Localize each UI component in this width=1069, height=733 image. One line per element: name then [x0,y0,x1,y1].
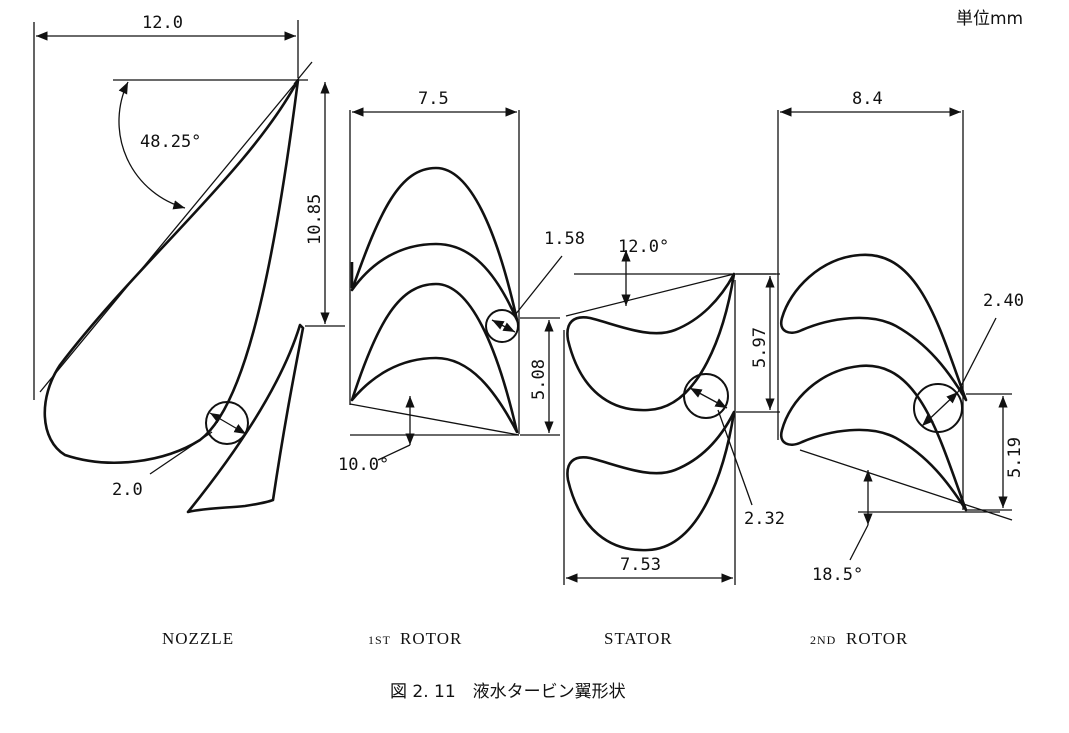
stator-angle-label: 12.0° [618,237,669,257]
rotor1-blade-1 [350,166,519,322]
rotor2-blade-1 [779,253,968,402]
stator-figure: 7.53 12.0° 2.32 5.97 STATOR [563,237,785,648]
nozzle-vane [43,78,300,464]
unit-label: 単位mm [956,9,1023,29]
rotor2-figure: 8.4 2.40 5.19 18.5° 2ND ROTOR [777,89,1025,648]
stator-blade-1 [566,272,736,412]
rotor2-width-label: 8.4 [852,89,883,109]
rotor1-name-prefix: 1ST [368,633,391,647]
figure-caption: 図 2. 11 液水タービン翼形状 [390,682,626,702]
rotor1-blade-2 [350,282,519,434]
nozzle-height-label: 10.85 [305,194,325,245]
rotor2-name: ROTOR [846,629,908,648]
stator-throat-label: 2.32 [744,509,785,529]
rotor2-throat-circle [913,383,963,433]
stator-blade-2 [566,410,736,552]
rotor1-throat-label: 1.58 [544,229,585,249]
rotor2-throat-label: 2.40 [983,291,1024,311]
stator-name: STATOR [604,629,673,648]
rotor2-angle-label: 18.5° [812,565,863,585]
nozzle-angle-label: 48.25° [140,132,201,152]
rotor1-pitch-label: 5.08 [529,359,549,400]
rotor2-blade-2 [779,364,968,512]
rotor2-pitch-label: 5.19 [1005,437,1025,478]
nozzle-figure: 12.0 10.85 48.25° 2.0 NOZZLE [33,13,345,648]
nozzle-name: NOZZLE [162,629,234,648]
rotor1-angle-label: 10.0° [338,455,389,475]
rotor1-figure: 7.5 1.58 5.08 10.0° 1ST ROTOR [338,89,585,648]
rotor1-width-label: 7.5 [418,89,449,109]
rotor1-throat-circle [485,309,519,343]
stator-width-label: 7.53 [620,555,661,575]
nozzle-width-label: 12.0 [142,13,183,33]
rotor2-name-prefix: 2ND [810,633,836,647]
nozzle-throat-circle [205,401,249,445]
nozzle-vane-next [186,323,305,514]
stator-throat-circle [683,373,729,419]
rotor1-name: ROTOR [400,629,462,648]
nozzle-throat-label: 2.0 [112,480,143,500]
stator-pitch-label: 5.97 [750,327,770,368]
